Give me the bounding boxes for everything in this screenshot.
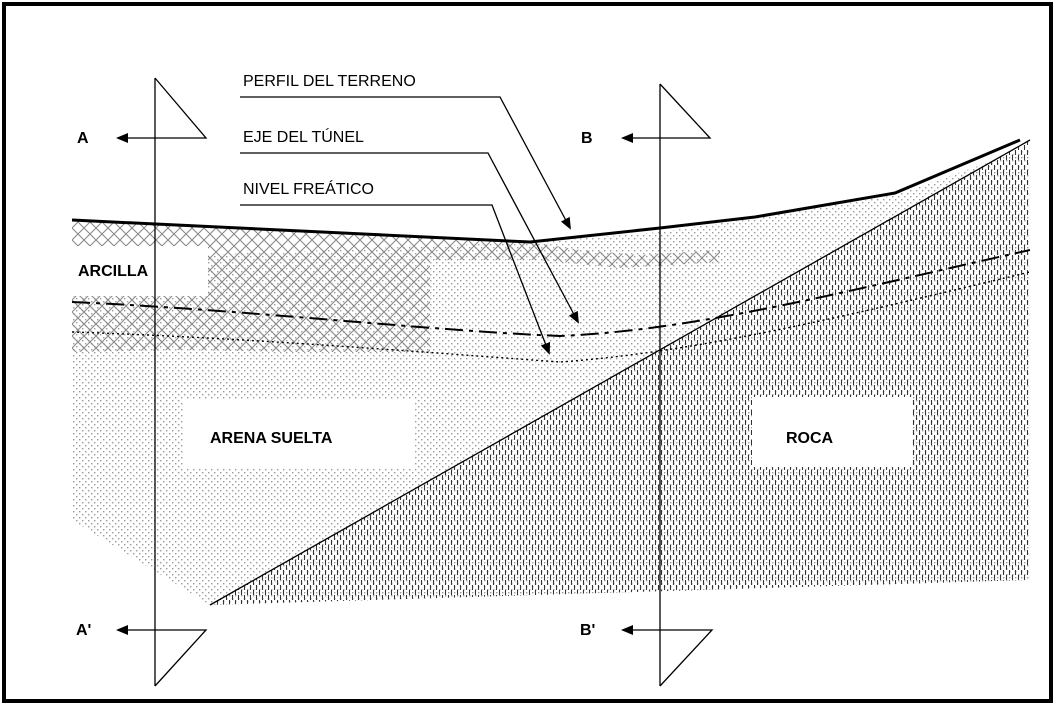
- tunnel-axis-leader: [240, 152, 579, 324]
- rock-label-bg: [752, 397, 912, 467]
- section-a-top-flag: [154, 77, 208, 139]
- section-a-top-label: A: [77, 130, 89, 147]
- rock-label: ROCA: [786, 430, 834, 447]
- water-table-label: NIVEL FREÁTICO: [243, 179, 374, 198]
- rock-boundary-line: [209, 139, 1031, 606]
- section-b-top-flag: [659, 83, 712, 139]
- terrain-profile-label: PERFIL DEL TERRENO: [243, 73, 416, 90]
- section-b-top-label: B: [581, 130, 593, 147]
- tunnel-axis-line: [71, 249, 1031, 338]
- section-b-bottom-label: B': [580, 622, 595, 639]
- clay-label-bg: [72, 246, 208, 296]
- tunnel-axis-label: EJE DEL TÚNEL: [243, 127, 364, 146]
- section-a-bottom-flag: [154, 629, 208, 687]
- water-table-line: [71, 271, 1031, 363]
- sand-label: ARENA SUELTA: [210, 430, 333, 447]
- water-table-leader: [240, 204, 551, 355]
- sand-label-bg: [183, 400, 415, 468]
- clay-region: [72, 220, 720, 352]
- section-b-bottom-flag: [659, 629, 714, 687]
- terrain-profile-leader: [240, 96, 571, 230]
- clay-label: ARCILLA: [78, 263, 149, 280]
- terrain-profile-line: [71, 138, 1021, 244]
- section-a-bottom-label: A': [76, 622, 91, 639]
